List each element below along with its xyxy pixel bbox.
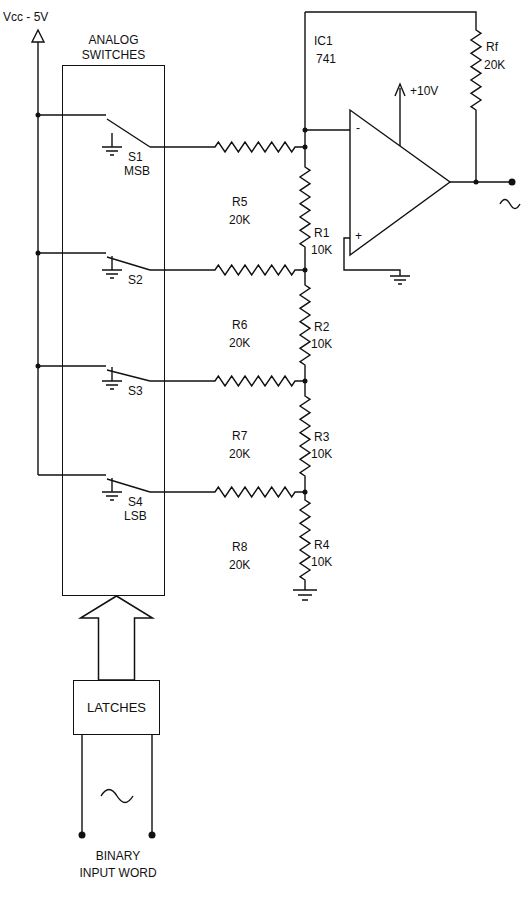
junction-dot xyxy=(303,145,308,150)
terminal-dot xyxy=(509,179,516,186)
circuit-label: - xyxy=(356,121,360,135)
box-text: LATCHES xyxy=(87,700,146,715)
supply-arrow xyxy=(395,84,405,96)
resistor-symbol xyxy=(300,492,310,590)
ladder-wire xyxy=(304,12,305,147)
circuit-label: 20K xyxy=(229,336,250,350)
resistor-symbol xyxy=(300,270,310,381)
noninverting-input-wire xyxy=(344,238,400,276)
circuit-label: BINARY INPUT WORD xyxy=(78,848,158,882)
circuit-label: R8 xyxy=(232,540,247,554)
ground-symbol xyxy=(293,590,317,600)
circuit-label: S4 xyxy=(128,495,143,509)
ground-symbol xyxy=(102,133,122,500)
resistor-symbol xyxy=(300,147,310,270)
output-waveform xyxy=(500,200,520,209)
resistor-symbol xyxy=(300,381,310,492)
ground-symbol xyxy=(390,276,410,284)
resistor-symbol xyxy=(150,142,305,152)
circuit-label: Rf xyxy=(486,40,498,54)
wires xyxy=(32,12,520,832)
junction-dot xyxy=(303,379,308,384)
input-waveform xyxy=(101,790,133,803)
input-line xyxy=(82,735,152,832)
terminal-dot xyxy=(149,832,156,839)
junction-dot xyxy=(36,364,41,369)
resistor-symbol xyxy=(150,376,305,386)
circuit-label: MSB xyxy=(124,164,150,178)
box-heading: ANALOG SWITCHES xyxy=(63,33,164,63)
bus-arrow xyxy=(81,596,153,680)
circuit-label: + xyxy=(355,229,362,243)
circuit-label: 20K xyxy=(229,558,250,572)
circuit-label: 20K xyxy=(484,58,505,72)
circuit-label: 20K xyxy=(229,213,250,227)
circuit-label: S3 xyxy=(128,384,143,398)
circuit-label: 741 xyxy=(316,52,336,66)
junction-dot xyxy=(36,113,41,118)
junction-dot xyxy=(36,251,41,256)
circuit-label: R3 xyxy=(314,430,329,444)
latch-box: LATCHES xyxy=(73,680,160,735)
junction-dot xyxy=(303,268,308,273)
output-wire xyxy=(450,181,509,182)
circuit-label: S1 xyxy=(128,150,143,164)
circuit-label: 10K xyxy=(311,337,332,351)
junction-dot xyxy=(474,180,479,185)
switch-box: ANALOG SWITCHES xyxy=(62,65,165,596)
junction-dots xyxy=(36,113,516,839)
circuit-label: 10K xyxy=(311,555,332,569)
terminal-dot xyxy=(79,832,86,839)
vcc-arrow xyxy=(32,30,44,42)
switch-blade xyxy=(107,119,150,492)
junction-dot xyxy=(303,490,308,495)
circuit-label: LSB xyxy=(124,509,147,523)
vcc-contact-wire xyxy=(38,115,106,475)
circuit-label: +10V xyxy=(410,84,438,98)
supply-wire xyxy=(399,88,400,146)
circuit-label: IC1 xyxy=(314,34,333,48)
circuit-label: R6 xyxy=(232,318,247,332)
inverting-input-wire xyxy=(305,129,350,130)
circuit-label: R7 xyxy=(232,429,247,443)
feedback-resistor xyxy=(305,12,481,182)
circuit-label: S2 xyxy=(128,273,143,287)
circuit-label: 10K xyxy=(311,243,332,257)
resistor-symbol xyxy=(150,265,305,275)
vcc-rail xyxy=(37,42,38,475)
circuit-label: R2 xyxy=(314,320,329,334)
circuit-label: R1 xyxy=(314,226,329,240)
circuit-label: 10K xyxy=(311,447,332,461)
resistor-symbol xyxy=(150,487,305,497)
circuit-label: R5 xyxy=(232,195,247,209)
circuit-label: Vcc - 5V xyxy=(3,10,48,24)
junction-dot xyxy=(303,128,308,133)
circuit-label: 20K xyxy=(229,447,250,461)
circuit-label: R4 xyxy=(314,538,329,552)
